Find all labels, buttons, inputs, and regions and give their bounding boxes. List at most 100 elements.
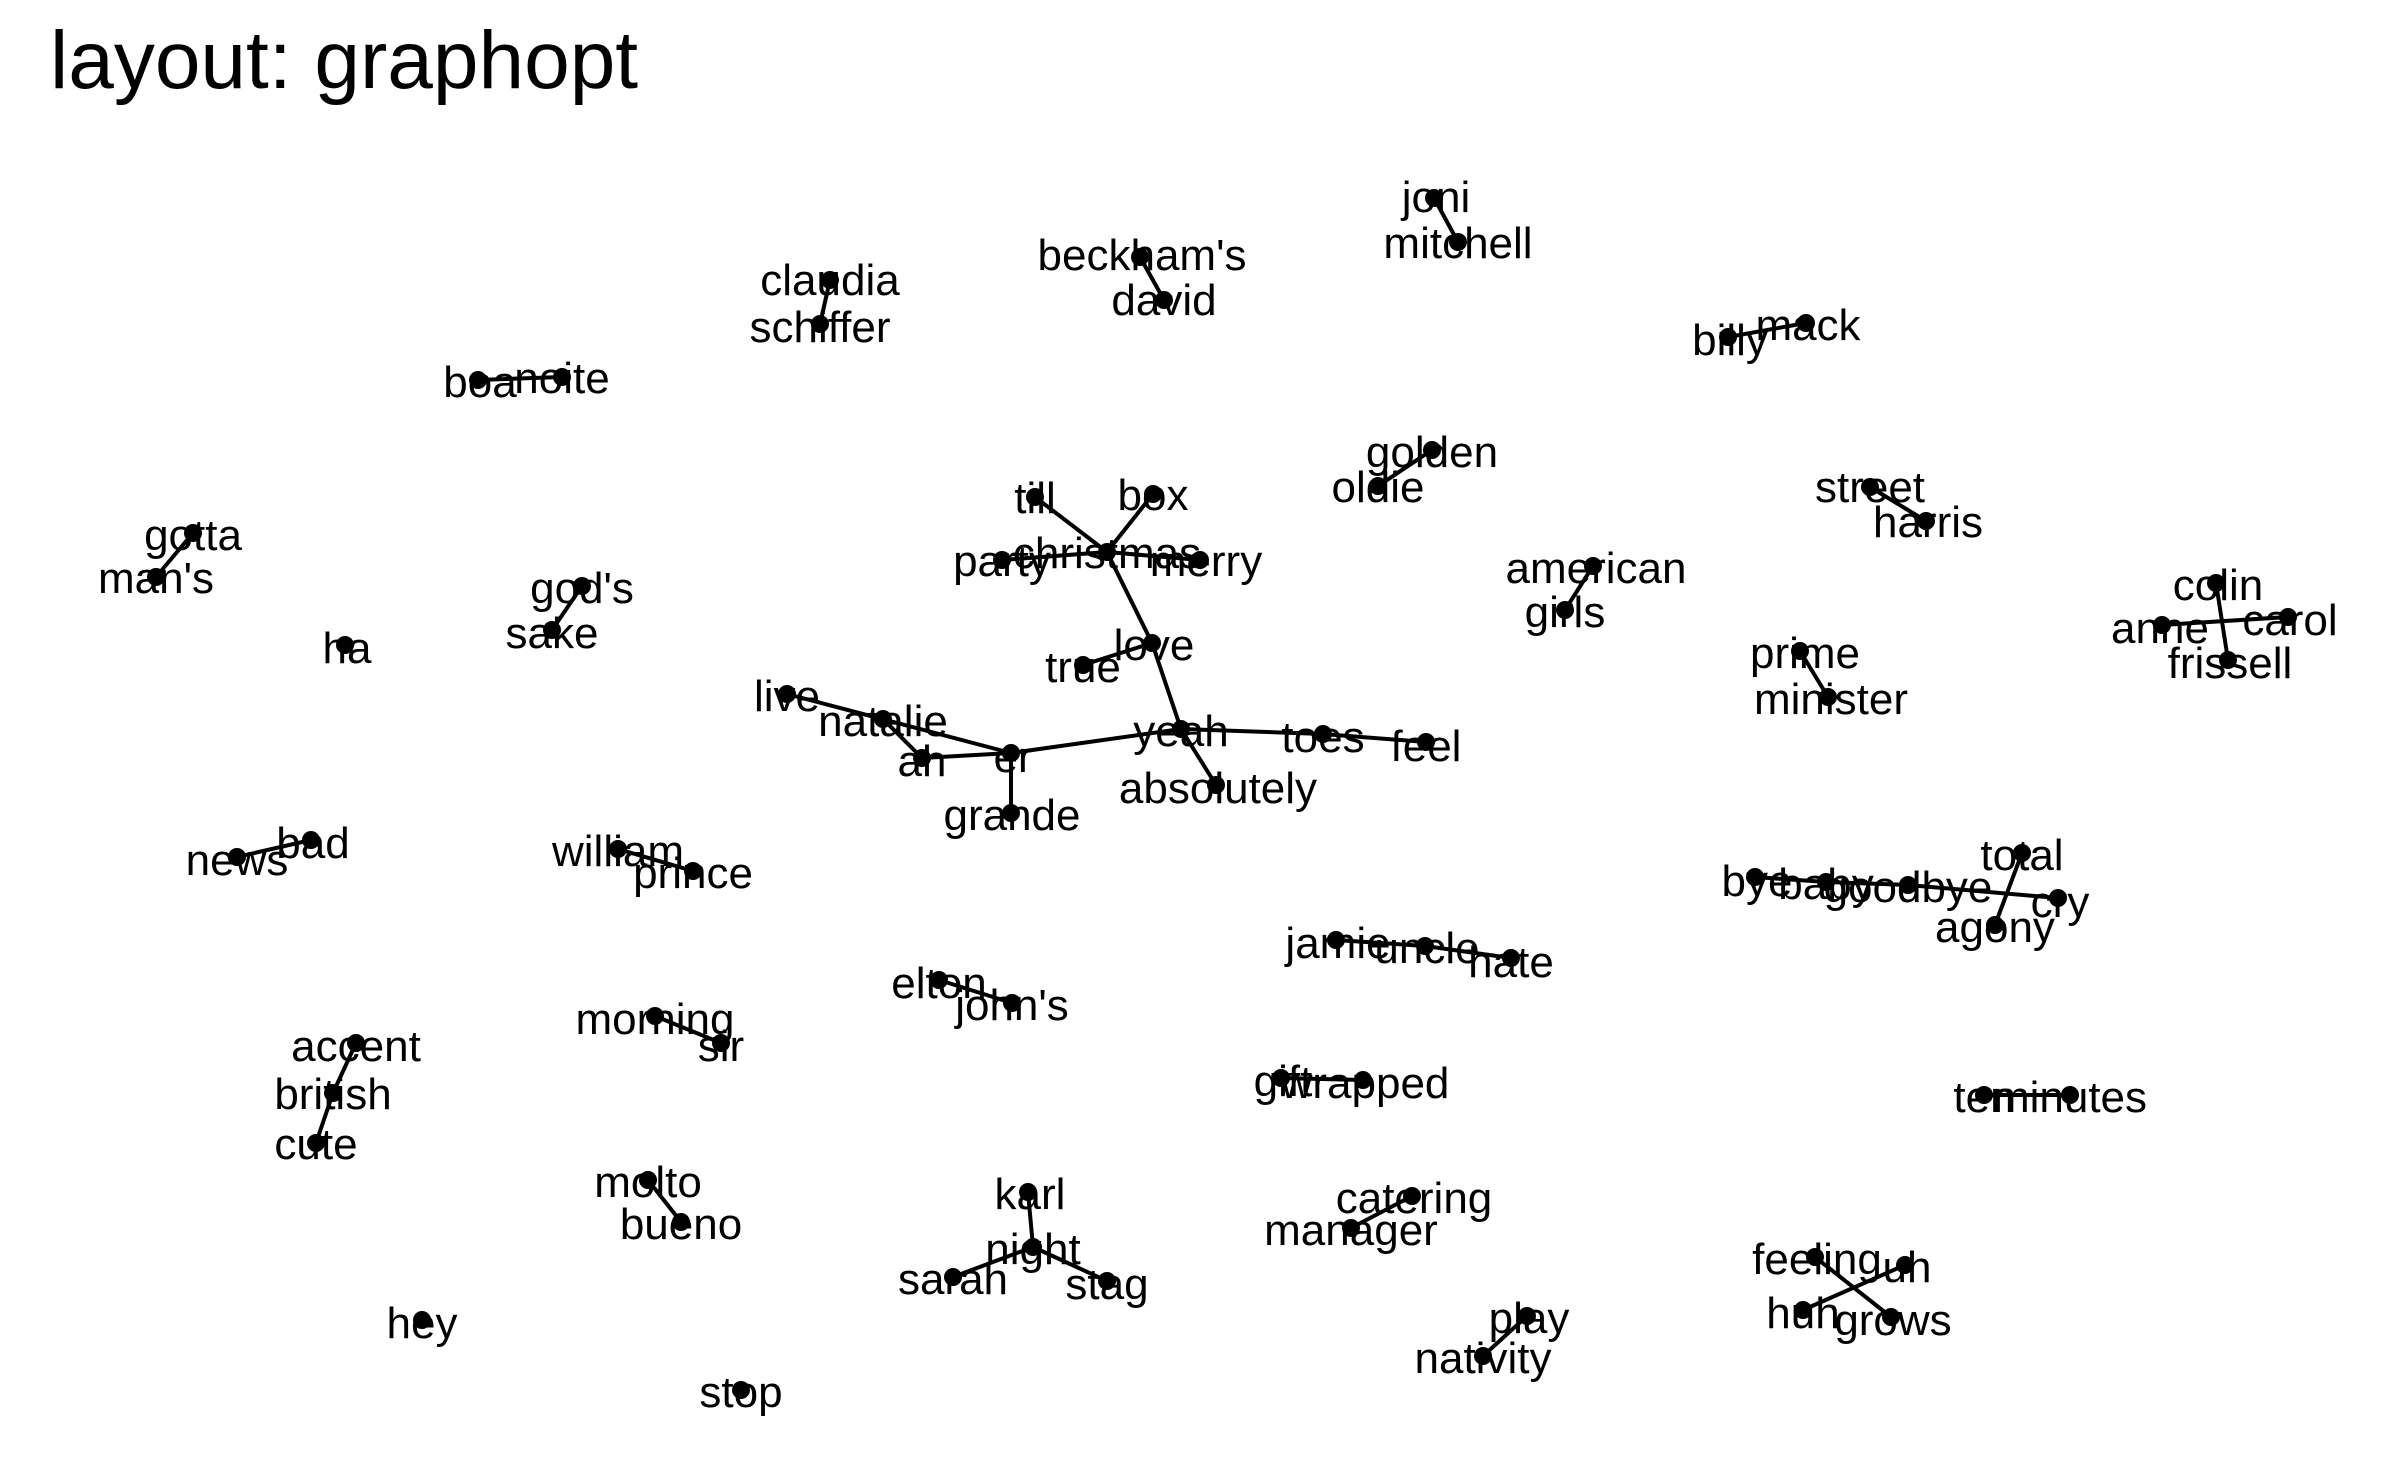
- node-label-news: news: [186, 836, 289, 885]
- node-label-karl: karl: [995, 1170, 1066, 1219]
- edge-uncle-hate: [1424, 944, 1512, 960]
- node-label-cute: cute: [274, 1120, 357, 1169]
- node-sarah: [944, 1268, 962, 1286]
- graph-labels: jonimitchellbeckham'sdavidclaudiaschiffe…: [98, 173, 2338, 1417]
- edge-billy-mack: [1727, 321, 1807, 339]
- node-colin: [2207, 574, 2225, 592]
- edge-bad-news: [236, 838, 312, 859]
- node-label-uncle: uncle: [1374, 924, 1479, 973]
- node-label-claudia: claudia: [760, 256, 900, 305]
- node-label-carol: carol: [2242, 596, 2337, 645]
- node-label-till: till: [1014, 474, 1056, 523]
- node-label-oldie: oldie: [1332, 463, 1425, 512]
- node-label-stag: stag: [1065, 1260, 1148, 1309]
- node-elton: [930, 971, 948, 989]
- edge-yeah-absolutely: [1179, 727, 1218, 787]
- node-anne: [2153, 616, 2171, 634]
- node-label-ha: ha: [323, 624, 372, 673]
- edge-william-prince: [617, 847, 694, 873]
- node-ha: [336, 636, 354, 654]
- edge-catering-manager: [1350, 1194, 1413, 1230]
- node-true: [1074, 656, 1092, 674]
- node-love: [1143, 634, 1161, 652]
- node-feel: [1417, 733, 1435, 751]
- edge-jamie-uncle: [1335, 938, 1426, 948]
- node-label-ah: ah: [898, 737, 947, 786]
- edge-morning-sir: [654, 1014, 722, 1045]
- node-label-baby: baby: [1778, 860, 1873, 909]
- node-label-love: love: [1114, 621, 1195, 670]
- node-label-beckhams: beckham's: [1038, 231, 1247, 280]
- node-sake: [543, 621, 561, 639]
- node-label-bad: bad: [276, 819, 349, 868]
- node-claudia: [821, 271, 839, 289]
- node-molto: [639, 1171, 657, 1189]
- edge-natalie-ah: [881, 717, 924, 760]
- node-minutes: [2061, 1086, 2079, 1104]
- node-news: [228, 848, 246, 866]
- node-hey: [413, 1311, 431, 1329]
- node-catering: [1403, 1187, 1421, 1205]
- node-ah: [913, 749, 931, 767]
- node-william: [609, 840, 627, 858]
- node-noite: [553, 368, 571, 386]
- node-girls: [1556, 601, 1574, 619]
- node-label-play: play: [1489, 1294, 1570, 1343]
- node-goodbye: [1899, 876, 1917, 894]
- node-baby: [1817, 873, 1835, 891]
- node-label-hey: hey: [387, 1299, 458, 1348]
- node-label-merry: merry: [1150, 537, 1262, 586]
- node-wrapped: [1354, 1071, 1372, 1089]
- node-label-uh: uh: [1883, 1243, 1932, 1292]
- node-till: [1026, 488, 1044, 506]
- node-harris: [1917, 512, 1935, 530]
- node-david: [1155, 291, 1173, 309]
- node-label-colin: colin: [2173, 561, 2264, 610]
- edge-party-christmas: [1001, 550, 1108, 562]
- edge-street-harris: [1868, 485, 1928, 523]
- node-label-molto: molto: [594, 1158, 702, 1207]
- node-accent: [347, 1034, 365, 1052]
- node-play: [1518, 1307, 1536, 1325]
- node-label-minister: minister: [1754, 675, 1908, 724]
- node-label-prince: prince: [633, 849, 753, 898]
- edge-christmas-merry: [1106, 550, 1201, 562]
- edge-total-agony: [1993, 852, 2024, 926]
- node-label-schiffer: schiffer: [749, 303, 890, 352]
- node-merry: [1191, 551, 1209, 569]
- node-label-mitchell: mitchell: [1383, 219, 1532, 268]
- node-label-sir: sir: [698, 1022, 744, 1071]
- node-label-gotta: gotta: [144, 511, 242, 560]
- node-label-christmas: christmas: [1013, 529, 1201, 578]
- node-label-golden: golden: [1366, 428, 1498, 477]
- node-box: [1144, 485, 1162, 503]
- node-cute: [307, 1134, 325, 1152]
- edge-uh-huh: [1802, 1263, 1906, 1312]
- page-title: layout: graphopt: [50, 15, 639, 106]
- node-stop: [732, 1381, 750, 1399]
- node-morning: [646, 1007, 664, 1025]
- node-billy: [1719, 328, 1737, 346]
- node-label-sarah: sarah: [898, 1255, 1008, 1304]
- node-label-manager: manager: [1264, 1206, 1438, 1255]
- node-ten: [1975, 1086, 1993, 1104]
- edge-night-stag: [1032, 1245, 1108, 1283]
- node-label-girls: girls: [1525, 588, 1606, 637]
- node-label-accent: accent: [291, 1022, 421, 1071]
- node-label-total: total: [1980, 831, 2063, 880]
- node-oldie: [1369, 477, 1387, 495]
- node-grande: [1002, 804, 1020, 822]
- node-gods: [573, 577, 591, 595]
- node-natalie: [874, 710, 892, 728]
- node-label-box: box: [1118, 471, 1189, 520]
- edge-box-christmas: [1105, 492, 1155, 554]
- node-label-billy: billy: [1692, 316, 1768, 365]
- node-boa: [469, 371, 487, 389]
- edge-yeah-toes: [1180, 727, 1324, 736]
- node-bye: [1746, 868, 1764, 886]
- node-bueno: [672, 1213, 690, 1231]
- node-nativity: [1474, 1347, 1492, 1365]
- node-yeah: [1172, 720, 1190, 738]
- node-agony: [1986, 916, 2004, 934]
- edge-anne-carol: [2161, 615, 2289, 627]
